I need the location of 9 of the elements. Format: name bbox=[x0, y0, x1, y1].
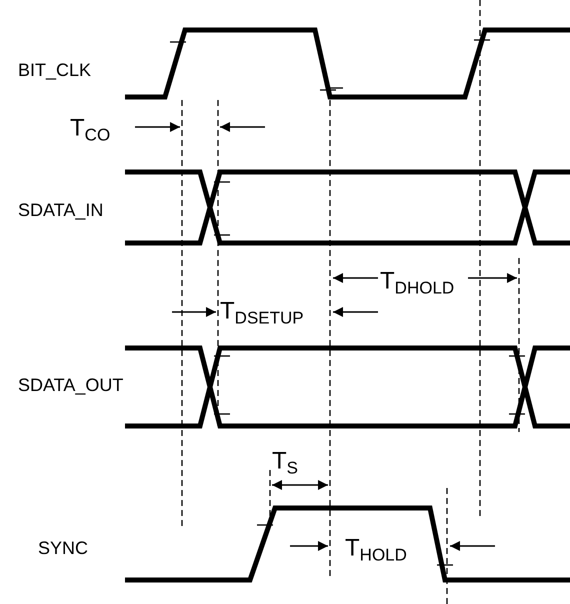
signal-name: SYNC bbox=[38, 539, 88, 557]
signal-name: SDATA_IN bbox=[18, 201, 104, 219]
timing-label: T$_{HOLD}$ bbox=[345, 536, 407, 564]
timing-label: T$_{CO}$ bbox=[70, 116, 110, 144]
timing-label: T$_{DHOLD}$ bbox=[380, 270, 454, 296]
signal-name: BIT_CLK bbox=[18, 61, 92, 79]
timing-label: T$_{S}$ bbox=[272, 450, 298, 476]
timing-label: T$_{DSETUP}$ bbox=[220, 300, 304, 326]
signal-name: SDATA_OUT bbox=[18, 376, 124, 394]
